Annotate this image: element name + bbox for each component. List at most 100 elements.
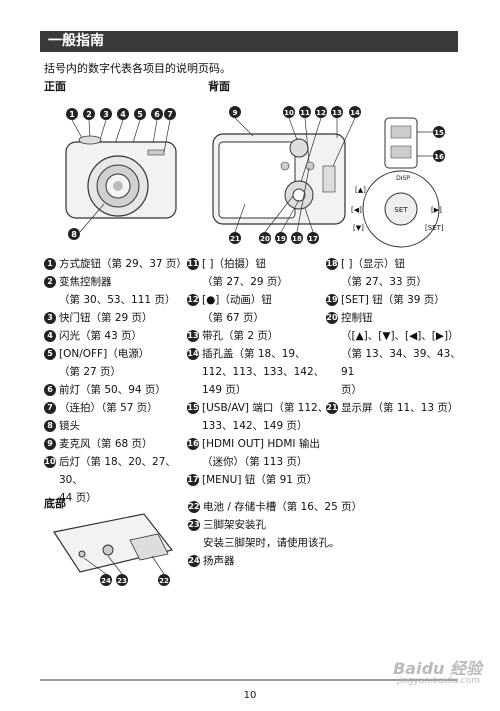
- item-text: 带孔（第 2 页）: [202, 330, 279, 342]
- item-text: 方式旋钮（第 29、37 页）: [59, 258, 187, 270]
- list-item: 18[ ]（显示）钮: [326, 255, 466, 273]
- item-number-badge: 23: [188, 519, 200, 531]
- callout-9: 9: [233, 109, 238, 117]
- callout-22: 22: [159, 577, 169, 585]
- item-text: [●]（动画）钮: [202, 294, 272, 306]
- list-item: （第 13、34、39、43、91: [326, 345, 466, 381]
- item-text: （连拍）（第 57 页）: [59, 402, 158, 414]
- item-number-badge: 11: [187, 258, 199, 270]
- list-item: 7（连拍）（第 57 页）: [44, 399, 194, 417]
- list-item: 12[●]（动画）钮: [187, 291, 332, 309]
- item-text: 变焦控制器: [59, 276, 112, 288]
- header-bottom: 底部: [44, 497, 66, 510]
- list-item: 149 页）: [187, 381, 332, 399]
- callout-20: 20: [260, 235, 270, 243]
- header-back: 背面: [208, 80, 230, 93]
- item-text: （第 27、29 页）: [202, 276, 288, 288]
- item-text: （[▲]、[▼]、[◀]、[▶]）: [341, 330, 459, 342]
- item-text: （迷你）（第 113 页）: [202, 456, 308, 468]
- item-text: 112、113、133、142、: [202, 366, 325, 378]
- callout-17: 17: [308, 235, 318, 243]
- item-text: （第 13、34、39、43、91: [341, 348, 461, 378]
- item-number-badge: 24: [188, 555, 200, 567]
- callout-12: 12: [316, 109, 326, 117]
- item-number-badge: 3: [44, 312, 56, 324]
- item-number-badge: 8: [44, 420, 56, 432]
- callout-14: 14: [350, 109, 360, 117]
- callout-18: 18: [292, 235, 302, 243]
- item-text: 页）: [341, 384, 362, 396]
- item-text: （第 27、33 页）: [341, 276, 427, 288]
- list-col2: 11[ ]（拍摄）钮（第 27、29 页）12[●]（动画）钮（第 67 页）1…: [187, 255, 332, 489]
- item-text: [HDMI OUT] HDMI 输出: [202, 438, 320, 450]
- list-item: 15[USB/AV] 端口（第 112、: [187, 399, 332, 417]
- callout-5: 5: [137, 110, 143, 119]
- callout-23: 23: [117, 577, 127, 585]
- list-item: 133、142、149 页）: [187, 417, 332, 435]
- item-number-badge: 21: [326, 402, 338, 414]
- item-number-badge: 17: [187, 474, 199, 486]
- item-number-badge: 9: [44, 438, 56, 450]
- list-item: （第 27 页）: [44, 363, 194, 381]
- item-text: 控制钮: [341, 312, 373, 324]
- list-item: （第 67 页）: [187, 309, 332, 327]
- callout-10: 10: [284, 109, 294, 117]
- watermark-url: jingyan.baidu.com: [396, 676, 480, 686]
- list-item: 安装三脚架时，请使用该孔。: [188, 534, 428, 552]
- item-text: （第 67 页）: [202, 312, 265, 324]
- dial-left: [◀]: [351, 206, 362, 214]
- item-number-badge: 22: [188, 501, 200, 513]
- item-text: 麦克风（第 68 页）: [59, 438, 153, 450]
- item-number-badge: 2: [44, 276, 56, 288]
- dial-set-button: [SET]: [425, 224, 444, 232]
- item-number-badge: 10: [44, 456, 56, 468]
- dial-disp: DISP: [396, 175, 410, 182]
- list-item: 5[ON/OFF]（电源）: [44, 345, 194, 363]
- item-text: （第 27 页）: [59, 366, 122, 378]
- item-text: [ON/OFF]（电源）: [59, 348, 150, 360]
- list-col3: 18[ ]（显示）钮 （第 27、33 页） 19[SET] 钮（第 39 页）20…: [326, 255, 466, 417]
- item-number-badge: 7: [44, 402, 56, 414]
- list-item: （第 30、53、111 页）: [44, 291, 194, 309]
- item-number-badge: 15: [187, 402, 199, 414]
- item-number-badge: 6: [44, 384, 56, 396]
- list-item: 19[SET] 钮（第 39 页）: [326, 291, 466, 309]
- item-number-badge: 12: [187, 294, 199, 306]
- item-number-badge: 14: [187, 348, 199, 360]
- bottom-camera-figure: 24 23 22: [53, 513, 174, 586]
- dial-set: SET: [394, 206, 408, 214]
- item-text: 三脚架安装孔: [203, 519, 266, 531]
- callout-24: 24: [101, 577, 111, 585]
- list-item: （第 27、29 页）: [187, 273, 332, 291]
- callout-7: 7: [167, 110, 173, 119]
- display-screen: [218, 141, 296, 219]
- item-text: 快门钮（第 29 页）: [59, 312, 153, 324]
- header-front: 正面: [44, 80, 66, 93]
- footer-rule: [40, 679, 458, 681]
- intro-text: 括号内的数字代表各项目的说明页码。: [44, 62, 231, 75]
- list-item: 17[MENU] 钮（第 91 页）: [187, 471, 332, 489]
- callout-2: 2: [86, 110, 92, 119]
- list-item: 16[HDMI OUT] HDMI 输出: [187, 435, 332, 453]
- item-text: 扬声器: [203, 555, 235, 567]
- item-text: 显示屏（第 11、13 页）: [341, 402, 459, 414]
- item-number-badge: 16: [187, 438, 199, 450]
- dial-down: [▼]: [353, 224, 364, 232]
- item-text: [MENU] 钮（第 91 页）: [202, 474, 318, 486]
- callout-21: 21: [230, 235, 240, 243]
- list-item: （[▲]、[▼]、[◀]、[▶]）: [326, 327, 466, 345]
- dial-right: [▶]: [431, 206, 442, 214]
